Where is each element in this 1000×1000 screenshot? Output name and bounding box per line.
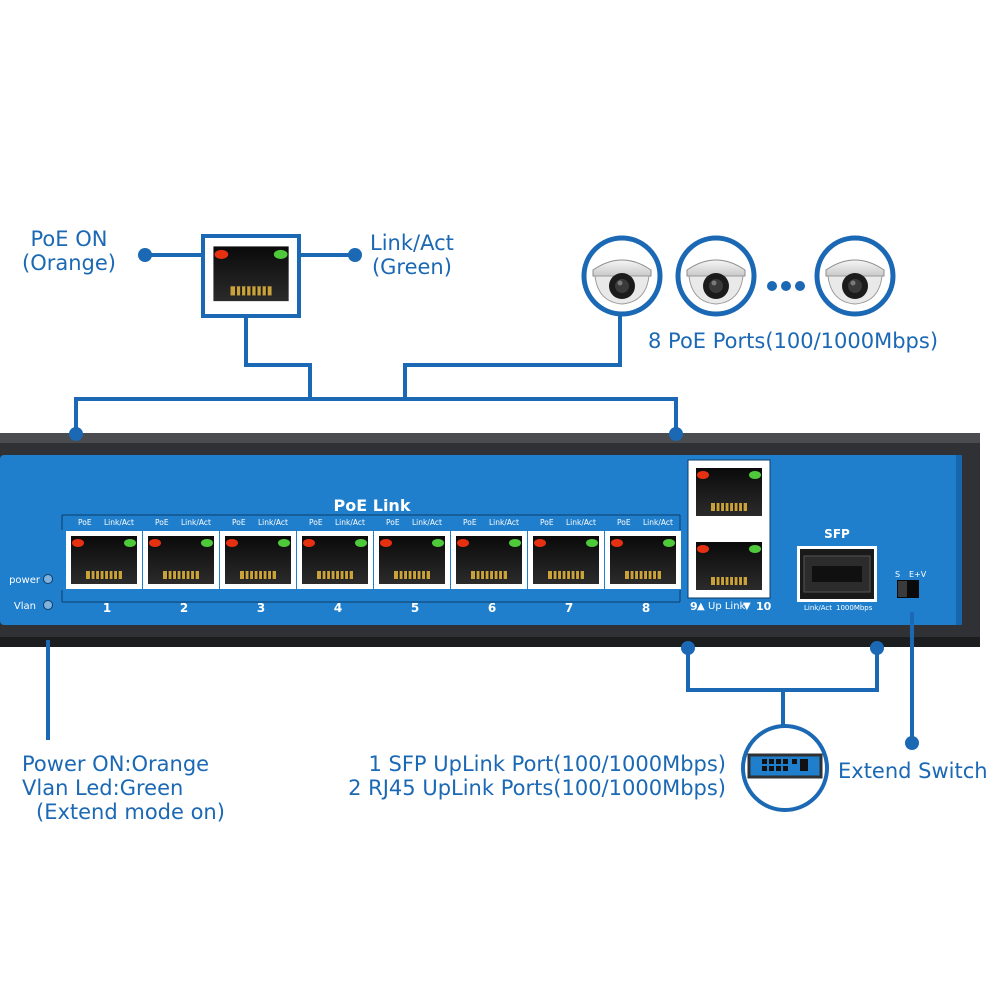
port-link-led-label: Link/Act <box>412 518 442 527</box>
port-link-led-label: Link/Act <box>181 518 211 527</box>
power-vlan-callout: Power ON:Orange Vlan Led:Green (Extend m… <box>22 752 225 824</box>
rj45-uplink-text: 2 RJ45 UpLink Ports(100/1000Mbps) <box>348 776 726 800</box>
vlan-led <box>43 600 53 610</box>
uplink-rj45-stack <box>687 459 771 599</box>
poe-port-8[interactable] <box>607 533 679 587</box>
vlan-led-label: Vlan <box>14 601 36 612</box>
sfp-speed-label: 1000Mbps <box>836 604 873 612</box>
poe-port-group <box>61 514 681 603</box>
callout-dots <box>69 248 919 750</box>
port-link-led-label: Link/Act <box>566 518 596 527</box>
extend-switch-callout: Extend Switch <box>838 759 988 783</box>
poe-port-3[interactable] <box>222 533 294 587</box>
poe-on-label: PoE ON <box>30 227 108 251</box>
camera-icon <box>678 238 754 314</box>
poe-on-color: (Orange) <box>22 251 116 275</box>
link-act-color: (Green) <box>371 255 452 279</box>
uplink-port-9-label: 9 <box>690 600 698 613</box>
uplink-port-10[interactable] <box>693 539 765 593</box>
port-number-label: 1 <box>103 601 111 615</box>
callout-connectors <box>46 253 914 743</box>
port-link-led-label: Link/Act <box>258 518 288 527</box>
port-poe-led-label: PoE <box>155 518 169 527</box>
uplink-arrow-up: ▲ <box>697 601 705 612</box>
port-poe-led-label: PoE <box>617 518 631 527</box>
port-poe-led-label: PoE <box>386 518 400 527</box>
rj45-port-icon <box>210 243 293 305</box>
uplink-port-9[interactable] <box>693 465 765 519</box>
port-poe-led-label: PoE <box>309 518 323 527</box>
port-poe-led-label: PoE <box>463 518 477 527</box>
uplink-callout: 1 SFP UpLink Port(100/1000Mbps) 2 RJ45 U… <box>338 752 726 800</box>
poe-port-6[interactable] <box>453 533 525 587</box>
port-number-label: 2 <box>180 601 188 615</box>
camera-icon <box>817 238 893 314</box>
sfp-port[interactable] <box>797 546 877 602</box>
uplink-label: Up Link <box>708 601 746 612</box>
uplink-arrow-down: ▼ <box>743 601 751 612</box>
switch-label-s: S <box>895 570 900 579</box>
extend-mode-switch[interactable] <box>897 580 919 598</box>
power-on-text: Power ON:Orange <box>22 752 210 776</box>
uplink-port-10-label: 10 <box>756 600 772 613</box>
power-led-label: power <box>9 575 41 586</box>
poe-ports-callout: 8 PoE Ports(100/1000Mbps) <box>648 329 939 353</box>
port-number-label: 7 <box>565 601 573 615</box>
poe-port-2[interactable] <box>145 533 217 587</box>
port-detail-callout <box>201 234 301 318</box>
poe-port-1[interactable] <box>68 533 140 587</box>
sfp-uplink-text: 1 SFP UpLink Port(100/1000Mbps) <box>368 752 726 776</box>
port-link-led-label: Link/Act <box>643 518 673 527</box>
poe-port-4[interactable] <box>299 533 371 587</box>
sfp-link-label: Link/Act <box>804 604 832 612</box>
port-number-label: 5 <box>411 601 419 615</box>
switch-icon <box>741 724 829 812</box>
sfp-title: SFP <box>824 527 850 541</box>
port-link-led-label: Link/Act <box>104 518 134 527</box>
poe-link-title: PoE Link <box>334 496 411 515</box>
port-poe-led-label: PoE <box>540 518 554 527</box>
extend-mode-text: (Extend mode on) <box>36 800 225 824</box>
link-act-label: Link/Act <box>370 231 454 255</box>
link-act-callout: Link/Act (Green) <box>370 231 454 279</box>
port-link-led-label: Link/Act <box>489 518 519 527</box>
poe-port-7[interactable] <box>530 533 602 587</box>
switch-label-ev: E+V <box>909 570 927 579</box>
camera-icon <box>584 238 660 314</box>
port-number-label: 3 <box>257 601 265 615</box>
port-number-label: 6 <box>488 601 496 615</box>
port-poe-led-label: PoE <box>78 518 92 527</box>
port-number-label: 4 <box>334 601 342 615</box>
power-led <box>43 574 53 584</box>
port-number-label: 8 <box>642 601 650 615</box>
port-link-led-label: Link/Act <box>335 518 365 527</box>
camera-group <box>584 238 893 314</box>
poe-on-callout: PoE ON (Orange) <box>22 227 116 275</box>
port-poe-led-label: PoE <box>232 518 246 527</box>
vlan-led-text: Vlan Led:Green <box>22 776 184 800</box>
poe-port-5[interactable] <box>376 533 448 587</box>
